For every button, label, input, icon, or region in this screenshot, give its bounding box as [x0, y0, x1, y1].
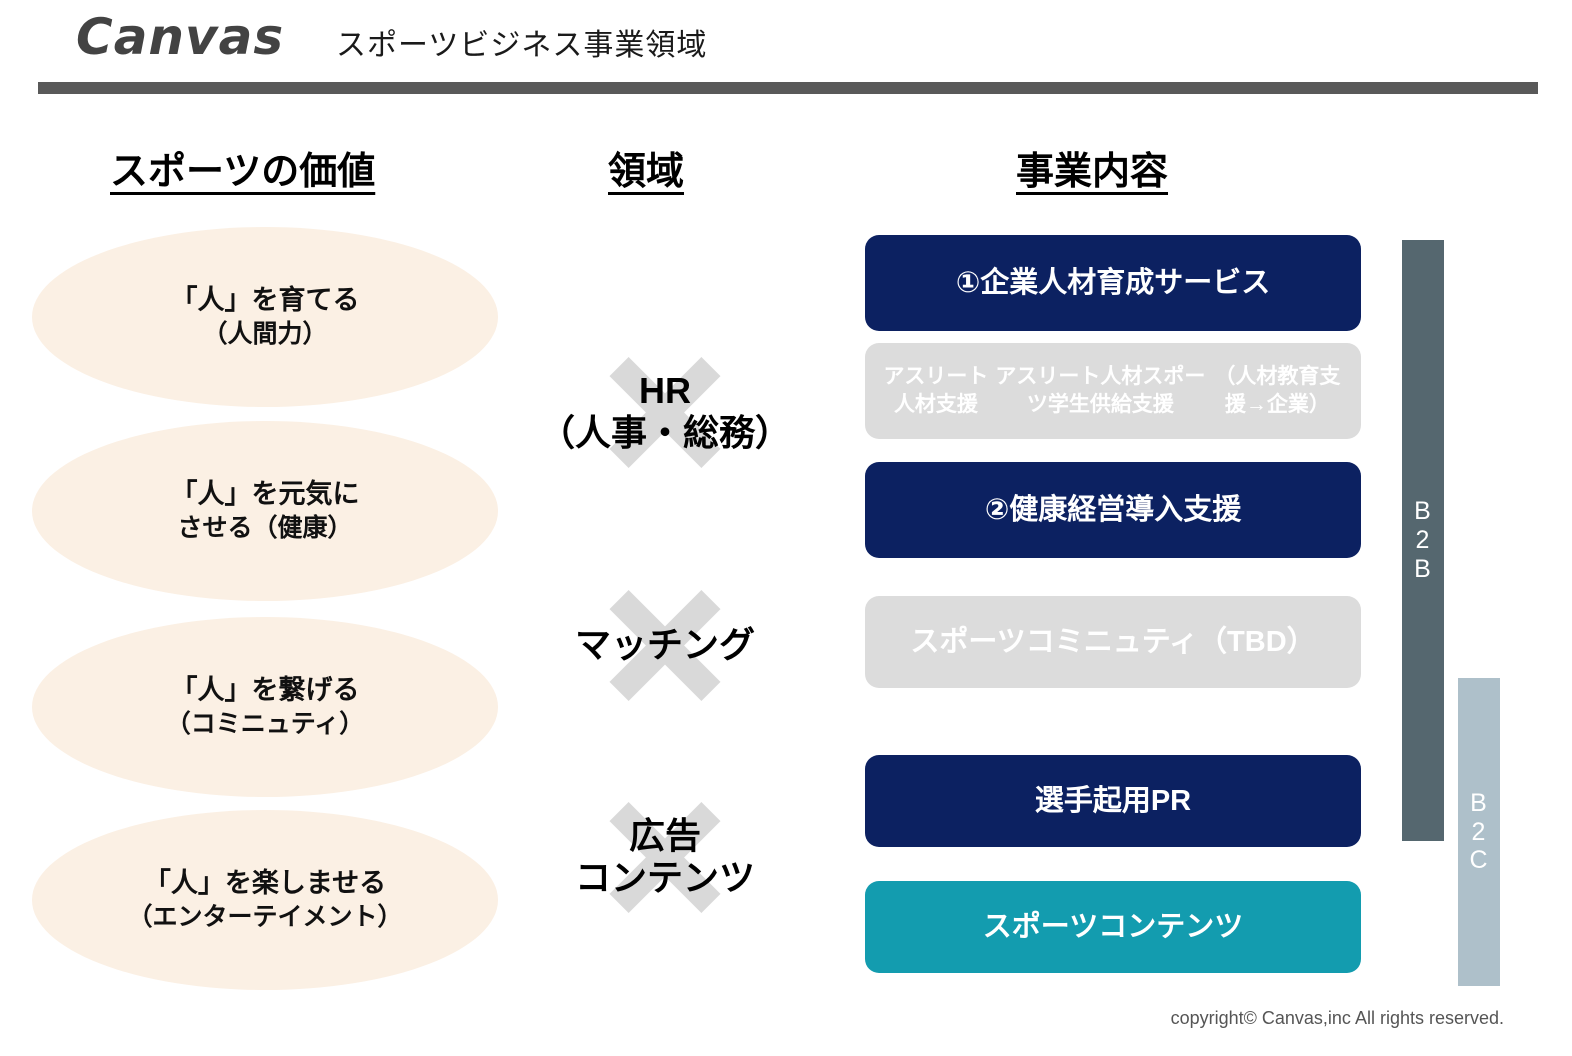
value-ellipse-line2: （エンターテイメント）: [127, 903, 403, 932]
value-ellipse-line2: （コミニュティ）: [165, 710, 365, 739]
domain-label-line1: HR: [638, 369, 691, 411]
canvas-logo: Canvas: [76, 8, 285, 66]
domain-group: マッチング: [500, 585, 830, 705]
value-ellipse-line1: 「人」を繋げる: [170, 675, 360, 706]
business-box-navy[interactable]: 選手起用PR: [865, 755, 1361, 847]
value-ellipse: 「人」を育てる （人間力）: [32, 227, 498, 407]
copyright-footer: copyright© Canvas,inc All rights reserve…: [1170, 1008, 1504, 1028]
value-ellipse: 「人」を元気に させる（健康）: [32, 421, 498, 601]
business-box-navy[interactable]: ②健康経営導入支援: [865, 462, 1361, 558]
value-ellipse-line1: 「人」を楽しませる: [143, 868, 387, 899]
domain-label-line2: （人事・総務）: [538, 412, 791, 453]
page-title: スポーツビジネス事業領域: [336, 29, 708, 62]
value-ellipse-line1: 「人」を元気に: [170, 479, 360, 510]
business-box-gray[interactable]: スポーツコミニュティ（TBD）: [865, 596, 1361, 688]
value-ellipse-line2: （人間力）: [202, 320, 328, 349]
domain-label-line1: 広告: [628, 814, 701, 856]
domain-label: 広告 コンテンツ: [575, 815, 755, 900]
value-ellipse-line1: 「人」を育てる: [170, 285, 360, 316]
domain-group: 広告 コンテンツ: [500, 792, 830, 922]
column-heading-business: 事業内容: [1016, 151, 1169, 193]
domain-label-line2: コンテンツ: [574, 857, 755, 898]
value-ellipse-line2: させる（健康）: [177, 514, 353, 543]
column-heading-domain: 領域: [608, 151, 685, 193]
value-ellipse: 「人」を楽しませる （エンターテイメント）: [32, 810, 498, 990]
domain-label: マッチング: [575, 624, 755, 666]
header-divider: [38, 82, 1538, 94]
value-ellipse: 「人」を繋げる （コミニュティ）: [32, 617, 498, 797]
domain-label-line1: マッチング: [574, 623, 755, 665]
domain-label: HR （人事・総務）: [539, 370, 791, 455]
business-box-gray[interactable]: アスリート人材支援アスリート人材スポーツ学生供給支援（人材教育支援→企業）: [865, 343, 1361, 439]
column-heading-value: スポーツの価値: [110, 151, 376, 193]
domain-group: HR （人事・総務）: [500, 352, 830, 472]
business-box-navy[interactable]: ①企業人材育成サービス: [865, 235, 1361, 331]
business-box-teal[interactable]: スポーツコンテンツ: [865, 881, 1361, 973]
